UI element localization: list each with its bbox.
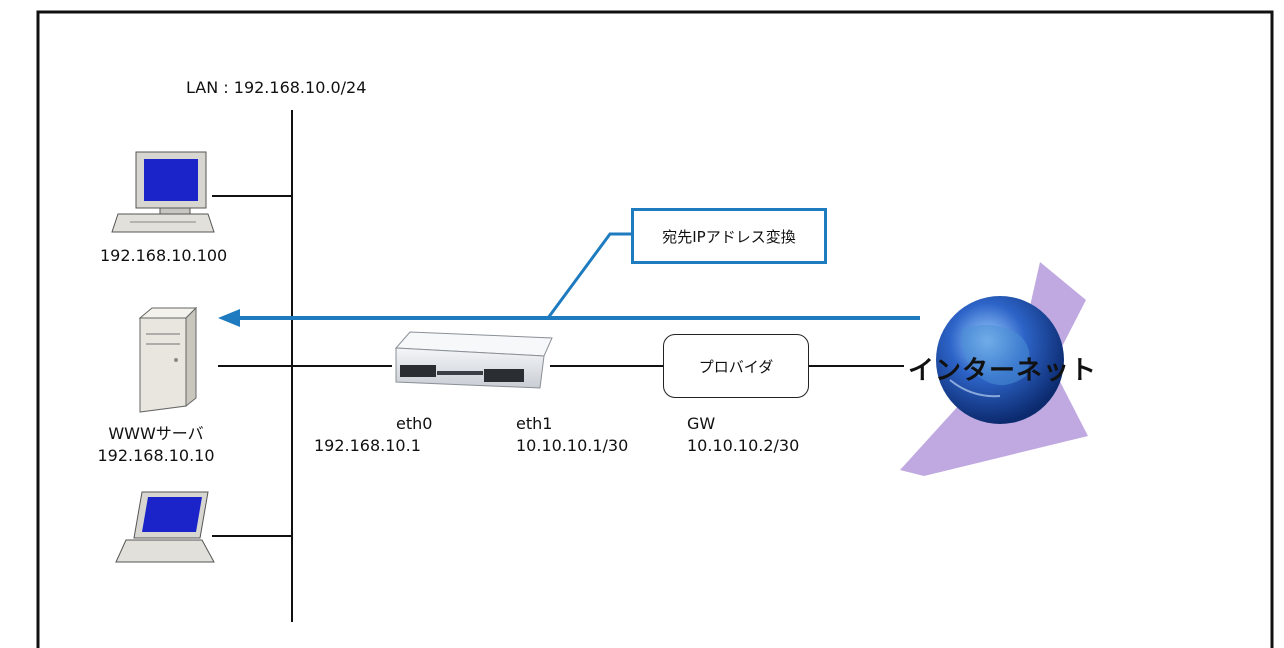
internet-label: インターネット bbox=[908, 356, 1098, 386]
pc-ip-label: 192.168.10.100 bbox=[100, 246, 228, 265]
provider-label: プロバイダ bbox=[698, 357, 774, 376]
eth0-ip-label: 192.168.10.1 bbox=[314, 436, 421, 455]
server-icon bbox=[138, 306, 198, 413]
arrow-head-icon bbox=[218, 309, 240, 327]
gw-ip-label: 10.10.10.2/30 bbox=[687, 436, 800, 455]
server-ip-label: 192.168.10.10 bbox=[97, 446, 215, 465]
router-icon bbox=[394, 331, 553, 389]
callout-label: 宛先IPアドレス変換 bbox=[662, 227, 796, 246]
outer-frame bbox=[36, 10, 1274, 648]
laptop-icon bbox=[115, 491, 215, 563]
eth1-name-label: eth1 bbox=[516, 414, 553, 433]
provider-box: プロバイダ bbox=[663, 334, 809, 398]
gw-name-label: GW bbox=[687, 414, 716, 433]
eth1-ip-label: 10.10.10.1/30 bbox=[516, 436, 629, 455]
internet-globe-icon bbox=[900, 262, 1088, 476]
server-name-label: WWWサーバ bbox=[108, 424, 204, 443]
nat-callout-box: 宛先IPアドレス変換 bbox=[631, 208, 827, 264]
desktop-pc-icon bbox=[111, 151, 215, 233]
eth0-name-label: eth0 bbox=[396, 414, 433, 433]
callout-pointer-line bbox=[546, 232, 631, 319]
lan-label: LAN : 192.168.10.0/24 bbox=[186, 78, 367, 97]
